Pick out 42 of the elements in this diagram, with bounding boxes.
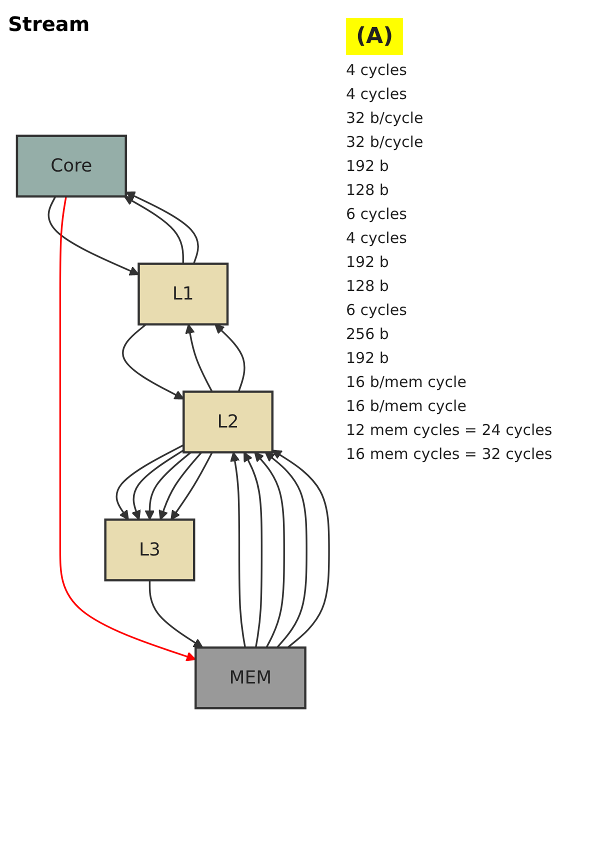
arrow	[144, 452, 192, 520]
annotation-text: 12 mem cycles = 24 cycles	[346, 421, 552, 439]
node-box: MEM	[194, 646, 306, 710]
annotation-text: 6 cycles	[346, 301, 408, 319]
annotation-text: 16 mem cycles = 32 cycles	[346, 445, 552, 463]
annotation-text: 192 b	[346, 253, 390, 271]
node-box: L2	[182, 390, 274, 454]
annotation-text: 32 b/cycle	[346, 133, 424, 151]
arrow	[230, 452, 246, 648]
arrow	[122, 324, 184, 400]
annotation-text: 32 b/cycle	[346, 109, 424, 127]
annotation-text: 4 cycles	[346, 61, 408, 79]
annotation-text: 256 b	[346, 325, 390, 343]
annotation-text: 4 cycles	[346, 85, 408, 103]
arrow	[59, 196, 196, 662]
diagram-title: Stream	[8, 12, 91, 36]
arrow	[244, 452, 263, 648]
arrow	[254, 452, 285, 648]
arrow	[131, 449, 184, 520]
arrow	[264, 452, 308, 648]
annotation-text: 4 cycles	[346, 229, 408, 247]
arrow	[158, 452, 202, 520]
annotation-text: 16 b/mem cycle	[346, 397, 468, 415]
node-box: Core	[16, 134, 127, 198]
arrow	[48, 196, 140, 276]
arrow	[148, 580, 204, 648]
arrow	[272, 450, 330, 648]
annotation-text: 192 b	[346, 157, 390, 175]
node-box: L1	[138, 262, 229, 326]
node-box: L3	[104, 518, 196, 582]
annotation-text: 128 b	[346, 277, 390, 295]
arrow	[214, 324, 246, 392]
annotation-text: 6 cycles	[346, 205, 408, 223]
arrow	[116, 444, 184, 520]
arrow	[170, 452, 213, 520]
arrow	[185, 324, 213, 392]
annotation-text: 192 b	[346, 349, 390, 367]
annotation-text: 128 b	[346, 181, 390, 199]
panel-label: (A)	[346, 18, 404, 55]
arrow	[124, 196, 184, 264]
arrow	[125, 191, 199, 264]
annotation-text: 16 b/mem cycle	[346, 373, 468, 391]
